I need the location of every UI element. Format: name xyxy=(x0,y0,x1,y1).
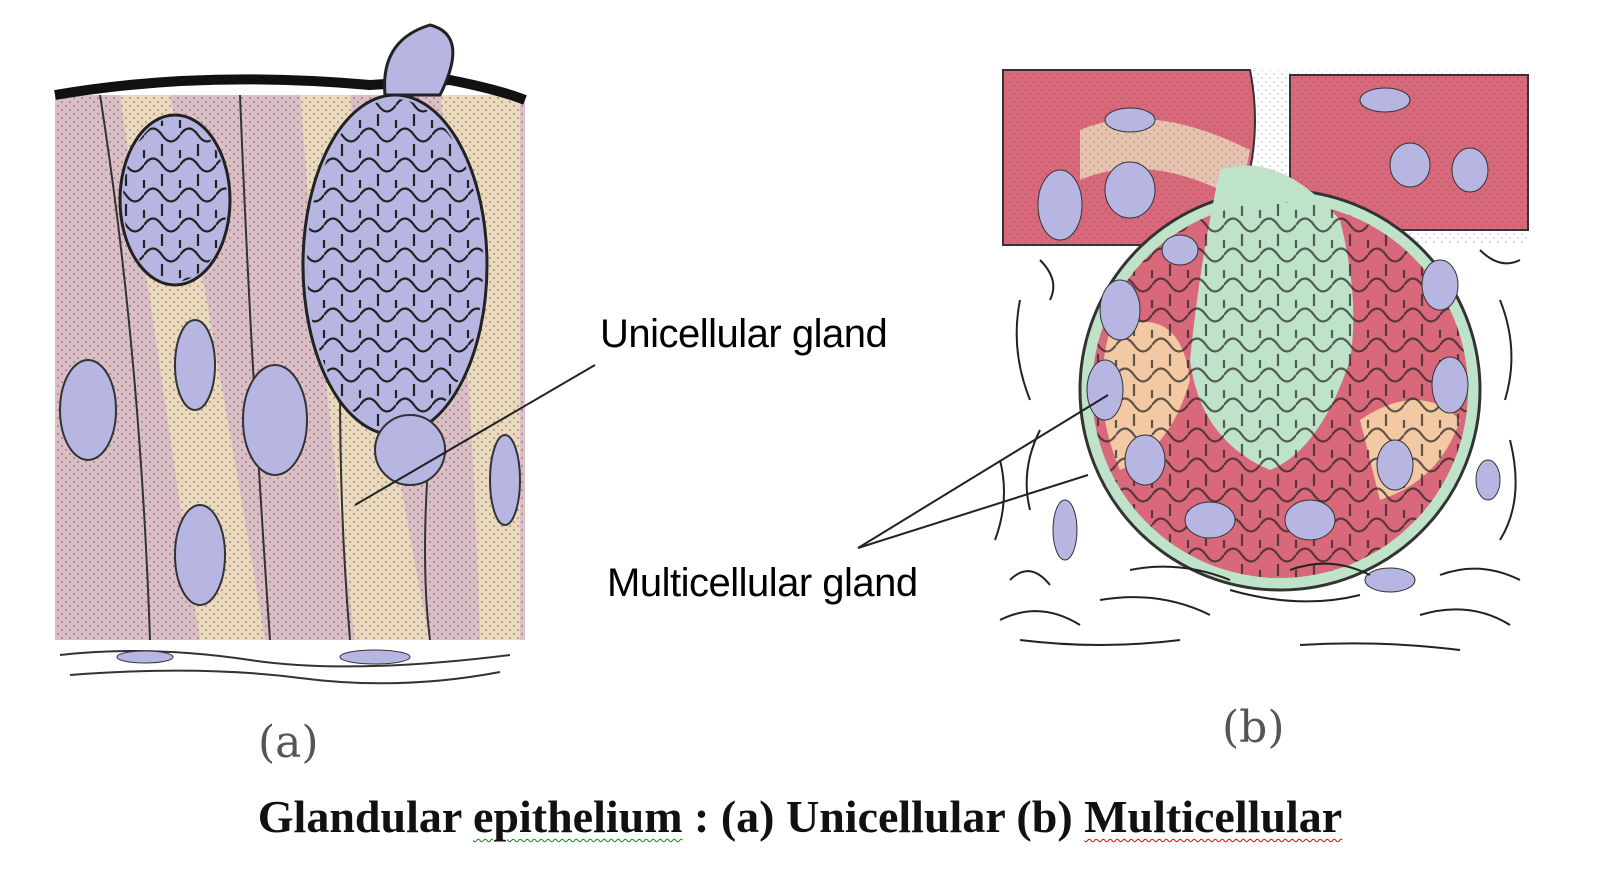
unicellular-pointer-line xyxy=(354,364,596,506)
caption-word-glandular: Glandular xyxy=(257,791,462,842)
panel-a-tag: (a) xyxy=(258,717,319,768)
multicellular-gland-label: Multicellular gland xyxy=(607,561,918,605)
multicellular-pointer-line-1 xyxy=(857,394,1109,549)
caption-word-multicellular: Multicellular xyxy=(1084,791,1343,842)
figure-caption: Glandular epithelium : (a) Unicellular (… xyxy=(0,790,1600,843)
multicellular-gland-figure xyxy=(994,69,1529,651)
caption-word-epithelium: epithelium xyxy=(472,791,683,842)
unicellular-gland-figure xyxy=(54,23,527,685)
panel-b-tag: (b) xyxy=(1222,702,1285,753)
multicellular-pointer-line-2 xyxy=(857,474,1089,549)
caption-middle: : (a) Unicellular (b) xyxy=(694,791,1073,842)
unicellular-gland-label: Unicellular gland xyxy=(600,312,888,356)
